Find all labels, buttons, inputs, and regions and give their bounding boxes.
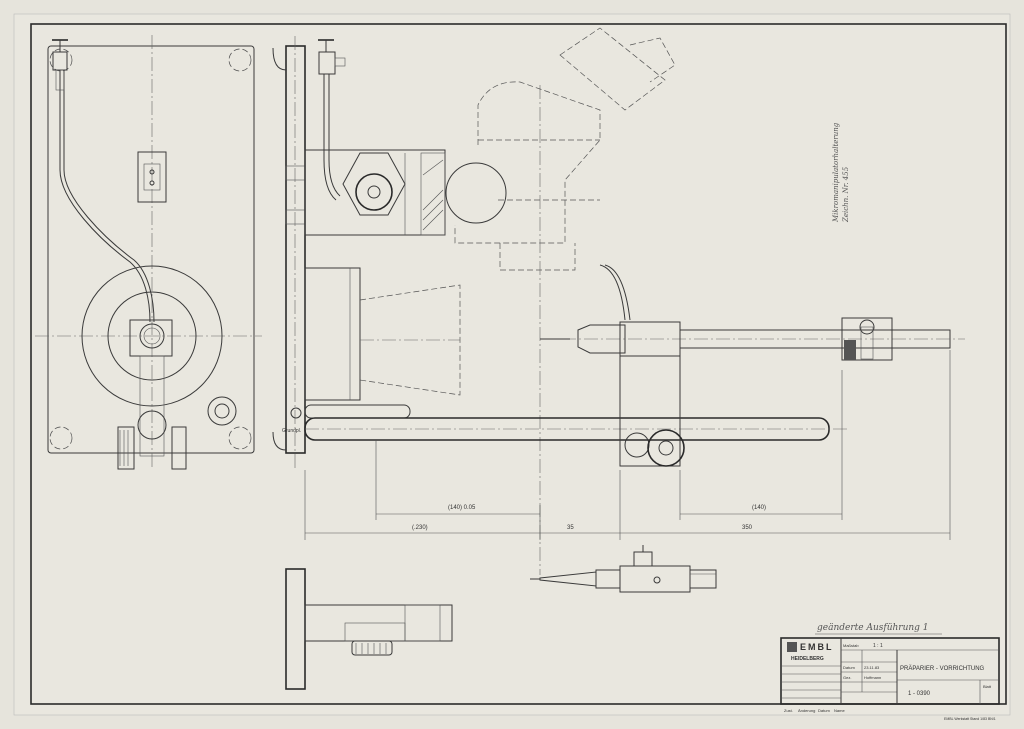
base-label: Grundpl. (282, 428, 301, 434)
scale-value: 1 : 1 (873, 643, 883, 649)
top-view (35, 35, 262, 470)
dim-middle: 35 (567, 525, 574, 531)
date-value: 23.11.83 (864, 665, 880, 670)
footer-right-text: EMBL Werkstatt Stand 1/83 BN/1 (944, 717, 996, 721)
footer-field-1: Zust. (784, 708, 793, 713)
footer-field-4: Name (834, 708, 845, 713)
base-section-detail (285, 568, 453, 690)
dim-right-inner: (140) (752, 505, 766, 511)
dim-left-outer: (.230) (412, 525, 428, 531)
revision-note: geänderte Ausführung 1 (817, 623, 929, 633)
side-view (272, 27, 965, 575)
pipette-detail (530, 545, 717, 593)
side-note-line2: Zeichn. Nr. 455 (842, 166, 850, 223)
scale-label: Maßstab (843, 643, 859, 648)
dimension-lines (304, 350, 951, 540)
footer-field-2: Änderung (798, 708, 815, 713)
drawing-title: PRÄPARIER - VORRICHTUNG (900, 665, 985, 672)
drawn-label: Gez. (843, 675, 851, 680)
footer-field-3: Datum (818, 708, 830, 713)
paper-edge (13, 13, 1011, 716)
sheet-label: Blatt (983, 684, 992, 689)
drawing-number: 1 - 0390 (908, 691, 931, 697)
side-note-line1: Mikromanipulatorhalterung (832, 122, 840, 223)
dim-left-inner: (140) 0.05 (448, 505, 476, 511)
dim-right-outer: 350 (742, 525, 753, 531)
logo-embl: EMBL (800, 642, 834, 652)
drawn-by: Hoffmann (864, 675, 881, 680)
title-block (780, 637, 1000, 705)
date-label: Datum (843, 665, 855, 670)
drawing-frame (30, 23, 1007, 705)
logo-heidelberg: HEIDELBERG (791, 656, 824, 662)
